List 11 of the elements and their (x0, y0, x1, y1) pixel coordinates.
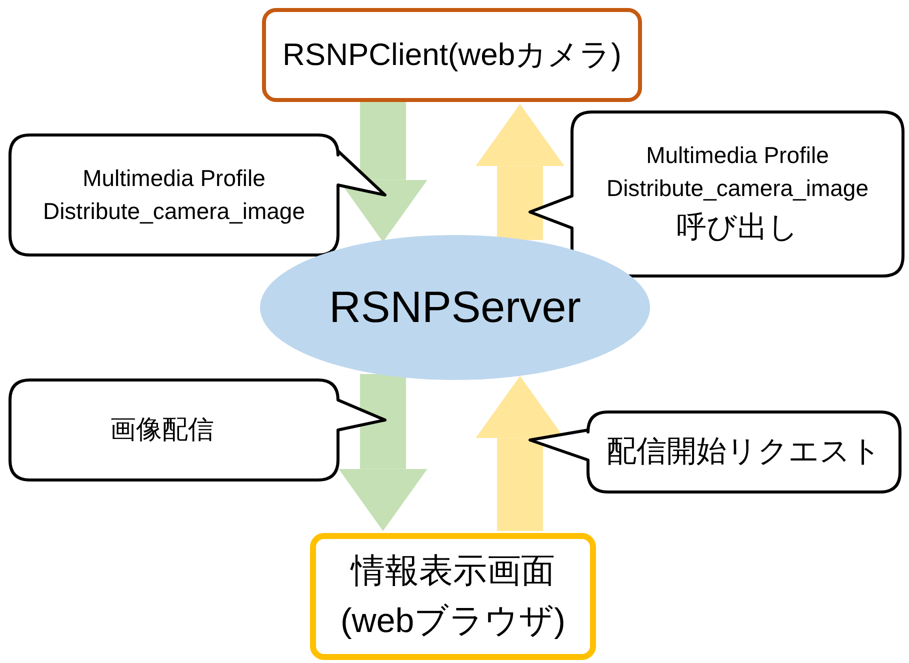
node-label: RSNPServer (329, 282, 581, 334)
process-box (262, 8, 642, 102)
node-label: 情報表示画面(webブラウザ) (339, 551, 567, 642)
callout-text: Multimedia Profile Distribute_camera_image (605, 140, 870, 204)
process-box (310, 533, 596, 660)
callout-text: 画像配信 (110, 413, 214, 446)
node-label: RSNPClient(webカメラ) (282, 36, 622, 74)
callout-text: 呼び出し (676, 210, 798, 246)
block-arrow (476, 104, 564, 240)
callout-text: 配信開始リクエスト (606, 434, 882, 470)
callout-text: Multimedia Profile Distribute_camera_image (42, 164, 306, 226)
